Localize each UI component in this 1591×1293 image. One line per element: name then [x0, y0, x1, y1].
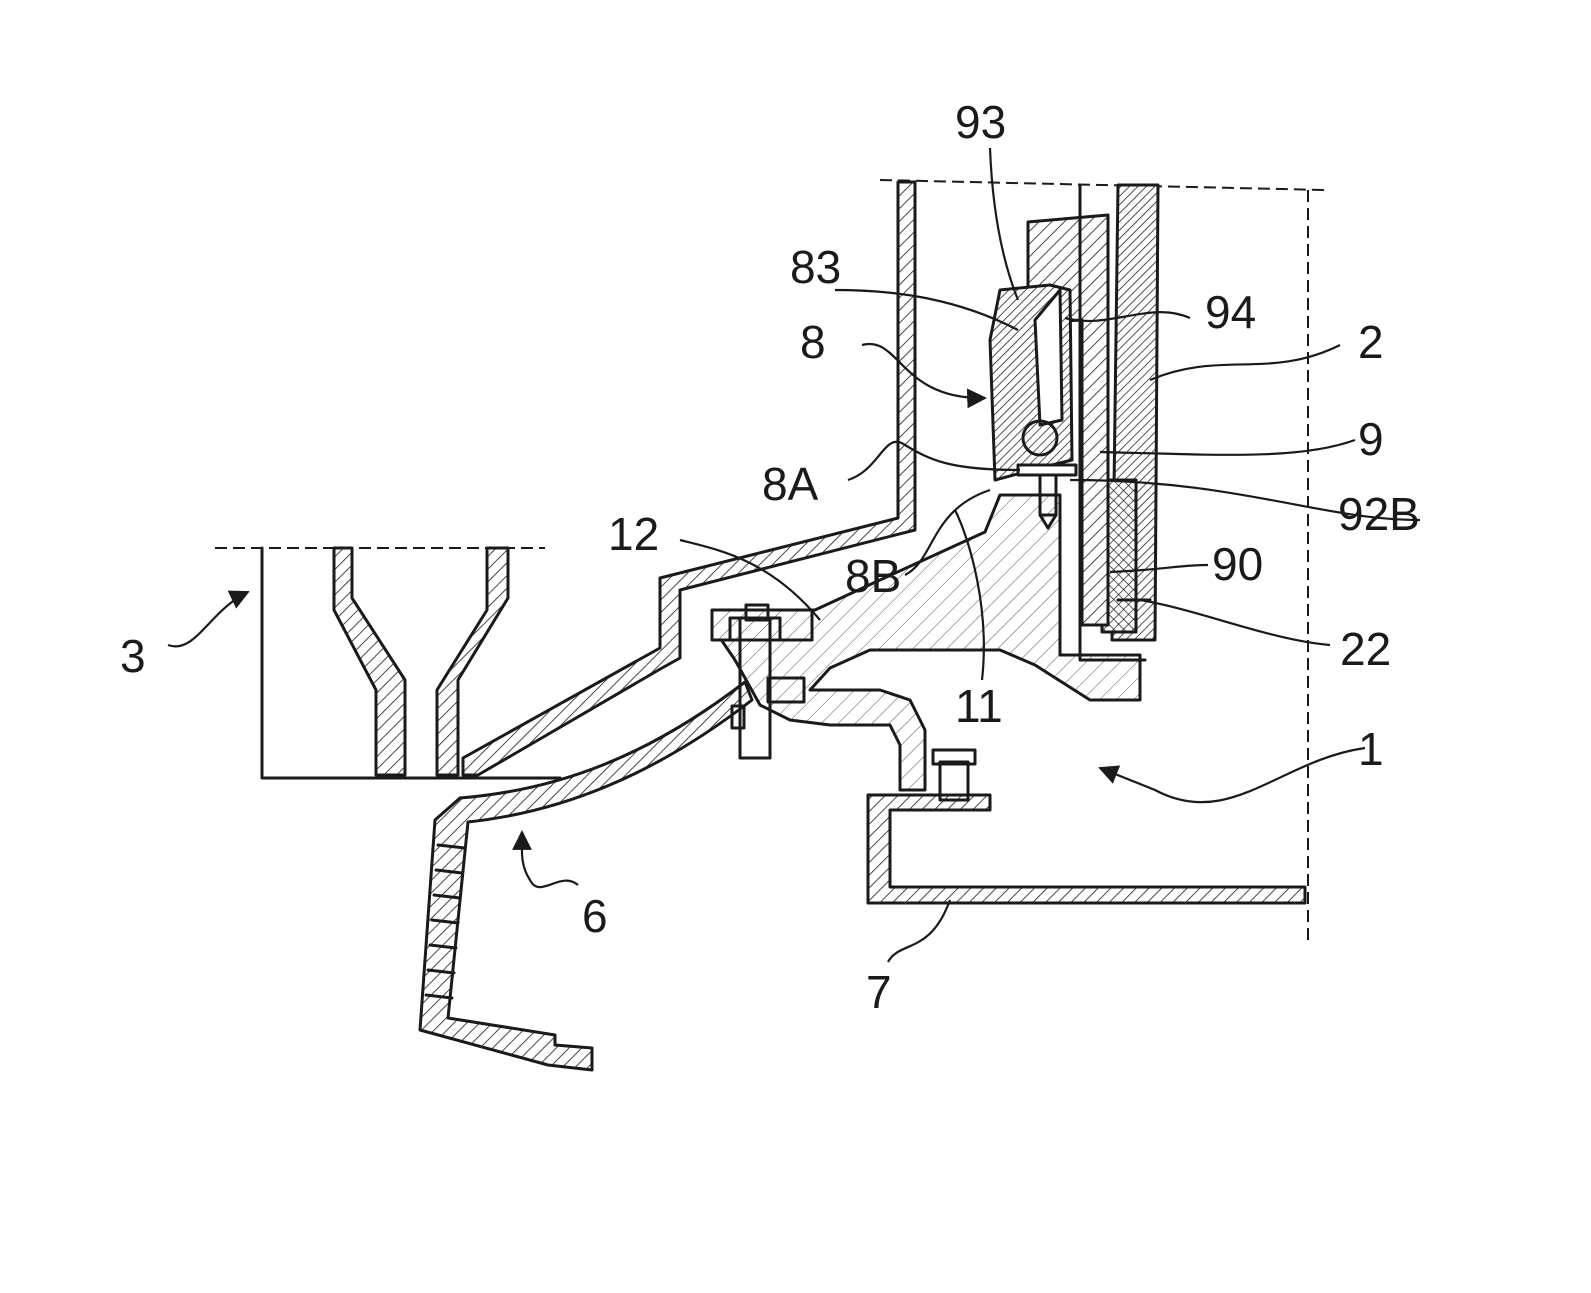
outer-casing-wall	[463, 182, 915, 775]
label-11: 11	[955, 680, 1003, 732]
panel-6	[420, 682, 752, 1070]
label-92B: 92B	[1338, 488, 1420, 540]
label-6: 6	[582, 890, 608, 942]
label-8: 8	[800, 316, 826, 368]
label-22: 22	[1340, 623, 1391, 675]
label-1: 1	[1358, 723, 1384, 775]
support-body-1	[712, 495, 1140, 790]
label-8A: 8A	[762, 458, 819, 510]
label-94: 94	[1205, 286, 1256, 338]
label-83: 83	[790, 241, 841, 293]
label-12: 12	[608, 508, 659, 560]
label-90: 90	[1212, 538, 1263, 590]
label-93: 93	[955, 96, 1006, 148]
seal-8	[990, 285, 1076, 528]
label-3: 3	[120, 630, 146, 682]
label-8B: 8B	[845, 550, 901, 602]
label-2: 2	[1358, 316, 1384, 368]
label-9: 9	[1358, 413, 1384, 465]
label-7: 7	[866, 966, 892, 1018]
bracket-7	[868, 750, 1305, 903]
